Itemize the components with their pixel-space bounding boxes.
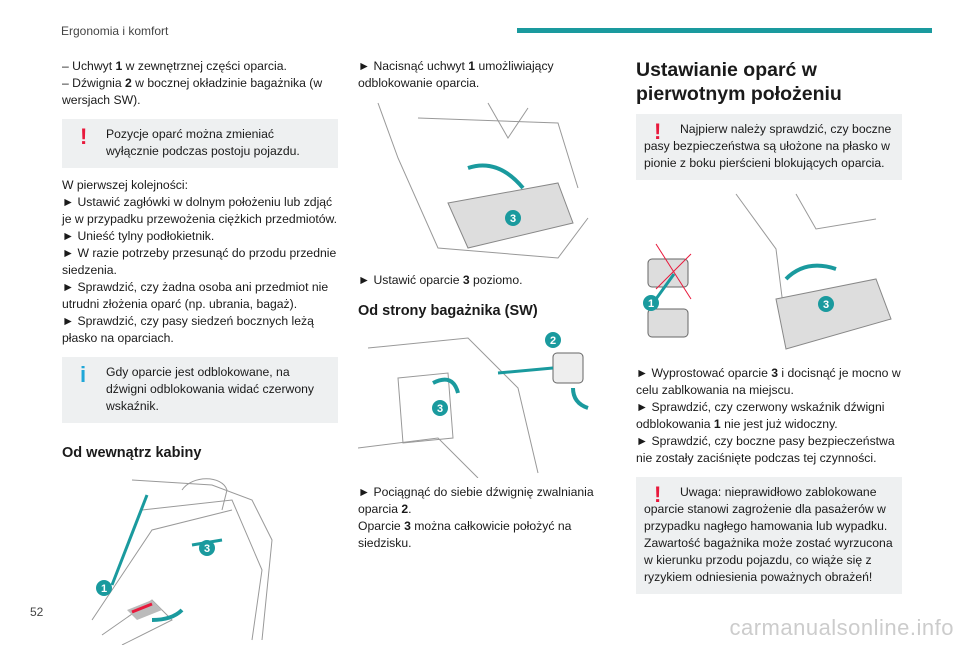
seat-return-illustration: 1 3 bbox=[643, 193, 892, 350]
step: ► Wyprostować oparcie 3 i docisnąć je mo… bbox=[636, 366, 901, 397]
watermark: carmanualsonline.info bbox=[729, 615, 954, 640]
paragraph: – Uchwyt 1 w zewnętrznej części oparcia. bbox=[62, 59, 287, 73]
column-3: Ustawianie oparć w pierwotnym położeniu … bbox=[636, 58, 902, 603]
step: ► Unieść tylny podłokietnik. bbox=[62, 229, 215, 243]
paragraph: W pierwszej kolejności: bbox=[62, 178, 188, 192]
section-heading: Od wewnątrz kabiny bbox=[62, 445, 202, 461]
seat-release-illustration: 1 3 bbox=[91, 478, 273, 645]
step: ► Sprawdzić, czy boczne pasy bezpieczeńs… bbox=[636, 434, 895, 465]
trunk-lever-illustration: 2 3 bbox=[358, 332, 589, 478]
step: ► Nacisnąć uchwyt 1 umożliwiający odblok… bbox=[358, 59, 554, 90]
step: ► Ustawić zagłówki w dolnym położeniu lu… bbox=[62, 195, 338, 226]
paragraph: Oparcie 3 można całkowicie położyć na si… bbox=[358, 519, 572, 550]
warning-icon: ! bbox=[654, 482, 662, 507]
svg-text:1: 1 bbox=[648, 298, 654, 310]
svg-text:3: 3 bbox=[823, 299, 829, 311]
warning-icon: ! bbox=[80, 124, 88, 149]
step: ► Sprawdzić, czy pasy siedzeń bocznych l… bbox=[62, 314, 314, 345]
step: ► Sprawdzić, czy czerwony wskaźnik dźwig… bbox=[636, 400, 885, 431]
seat-fold-illustration: 3 bbox=[377, 102, 589, 259]
section-header: Ergonomia i komfort bbox=[61, 24, 169, 38]
warning-icon: ! bbox=[654, 119, 662, 144]
info-icon: i bbox=[80, 362, 87, 387]
step: ► Pociągnąć do siebie dźwignię zwalniani… bbox=[358, 485, 594, 516]
paragraph: – Dźwignia 2 w bocznej okładzinie bagażn… bbox=[62, 76, 323, 107]
step: ► W razie potrzeby przesunąć do przodu p… bbox=[62, 246, 337, 277]
column-2: ► Nacisnąć uchwyt 1 umożliwiający odblok… bbox=[358, 58, 618, 552]
svg-text:1: 1 bbox=[101, 583, 107, 595]
header-accent-bar bbox=[517, 28, 932, 33]
warning-note: ! Uwaga: nieprawidłowo zablokowane oparc… bbox=[636, 477, 902, 594]
svg-text:3: 3 bbox=[510, 213, 516, 225]
warning-note: ! Pozycje oparć można zmieniać wyłącznie… bbox=[62, 119, 338, 168]
step: ► Ustawić oparcie 3 poziomo. bbox=[358, 273, 523, 287]
svg-text:3: 3 bbox=[437, 403, 443, 415]
step: ► Sprawdzić, czy żadna osoba ani przedmi… bbox=[62, 280, 329, 311]
info-note: i Gdy oparcie jest odblokowane, na dźwig… bbox=[62, 357, 338, 423]
section-heading: Od strony bagażnika (SW) bbox=[358, 303, 538, 319]
svg-text:2: 2 bbox=[550, 335, 556, 347]
column-1: – Uchwyt 1 w zewnętrznej części oparcia.… bbox=[62, 58, 338, 651]
warning-note: ! Najpierw należy sprawdzić, czy boczne … bbox=[636, 114, 902, 180]
page-number: 52 bbox=[30, 605, 44, 619]
svg-text:3: 3 bbox=[204, 543, 210, 555]
page-title: Ustawianie oparć w pierwotnym położeniu bbox=[636, 59, 842, 105]
